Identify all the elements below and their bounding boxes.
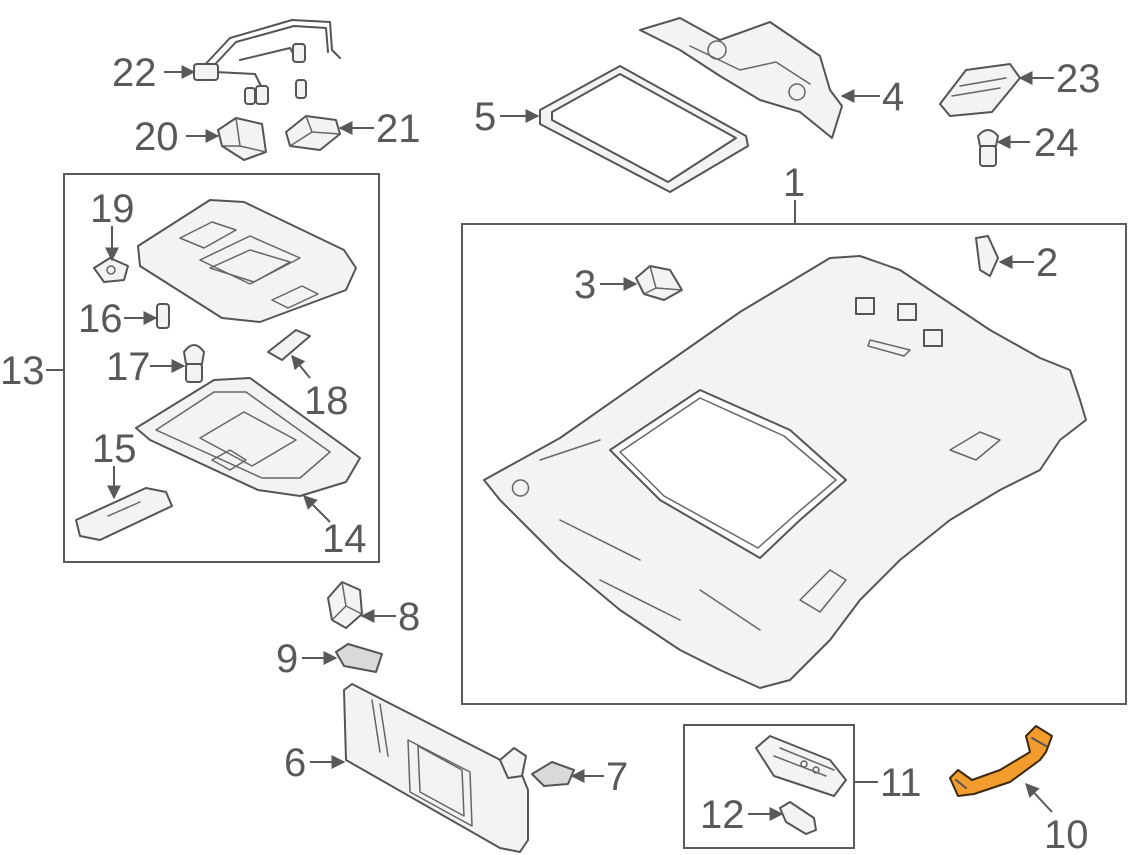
- retainer-part-19[interactable]: [93, 257, 129, 283]
- callout-24: 24: [1034, 121, 1079, 165]
- callout-16: 16: [78, 297, 123, 341]
- module-part-21[interactable]: [285, 115, 341, 151]
- visor-clip-cover-part-9[interactable]: [335, 643, 383, 673]
- callout-15: 15: [92, 427, 137, 471]
- callout-5: 5: [474, 95, 496, 139]
- bulb-part-12[interactable]: [779, 801, 817, 835]
- callout-19: 19: [90, 187, 135, 231]
- callout-13: 13: [0, 349, 45, 393]
- dome-lamp-group-box: [683, 724, 855, 849]
- callout-1: 1: [783, 161, 805, 205]
- leader-lines: [46, 65, 1054, 821]
- callout-20: 20: [134, 115, 179, 159]
- visor-clip-part-7[interactable]: [531, 761, 575, 787]
- clip-part-2[interactable]: [975, 235, 999, 277]
- sunroof-seal-part[interactable]: [539, 65, 749, 193]
- push-pin-part-24[interactable]: [977, 129, 999, 167]
- lens-part-15[interactable]: [75, 487, 173, 541]
- callout-4: 4: [882, 75, 904, 119]
- console-lower-part[interactable]: [135, 377, 361, 497]
- bracket-part-3[interactable]: [635, 265, 683, 301]
- callout-18: 18: [304, 379, 349, 423]
- module-part-20[interactable]: [217, 117, 267, 161]
- push-pin-part-17[interactable]: [183, 344, 205, 383]
- callout-2: 2: [1036, 241, 1058, 285]
- callout-14: 14: [322, 517, 367, 561]
- bulb-part-18[interactable]: [267, 329, 311, 361]
- callout-10: 10: [1044, 813, 1089, 855]
- grab-handle-part-10[interactable]: [949, 725, 1053, 797]
- sun-visor-part[interactable]: [343, 683, 529, 853]
- callout-23: 23: [1056, 57, 1101, 101]
- callout-12: 12: [700, 793, 745, 837]
- headliner-part[interactable]: [483, 255, 1087, 689]
- callout-3: 3: [574, 263, 596, 307]
- console-group-box: [63, 173, 380, 563]
- callout-6: 6: [284, 741, 306, 785]
- callout-21: 21: [376, 107, 421, 151]
- callout-7: 7: [606, 755, 628, 799]
- callout-8: 8: [398, 595, 420, 639]
- clip-part-16[interactable]: [156, 303, 170, 329]
- wiring-harness-part[interactable]: [193, 19, 341, 105]
- visor-bracket-part-8[interactable]: [327, 581, 363, 629]
- clip-part-23[interactable]: [939, 63, 1021, 117]
- callout-17: 17: [106, 345, 151, 389]
- callout-9: 9: [276, 637, 298, 681]
- console-upper-part[interactable]: [137, 199, 357, 323]
- roof-reinforcement-part[interactable]: [639, 17, 843, 139]
- callout-11: 11: [880, 761, 922, 805]
- dome-lamp-part-11[interactable]: [755, 735, 847, 797]
- callout-22: 22: [112, 51, 157, 95]
- callout-labels: 1 2 3 4 5 6 7 8 9 10 11 12 13 14 15 16 1…: [0, 51, 1101, 855]
